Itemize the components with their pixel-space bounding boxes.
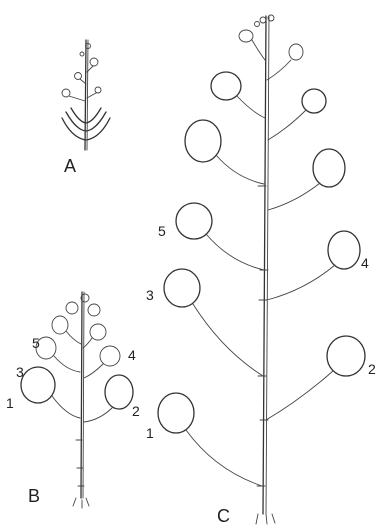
panel-c-pedicel	[267, 182, 321, 211]
panel-c-pod-1	[157, 392, 195, 434]
panel-a-flower	[94, 86, 102, 94]
panel-c-label: C	[217, 506, 230, 526]
panel-c-pod-5	[175, 202, 213, 240]
panel-c-pedicel	[236, 95, 266, 119]
panel-b-pedicel-3	[53, 355, 81, 373]
panel-a-bract	[70, 107, 102, 124]
panel-c-pedicel-3	[192, 303, 264, 377]
panel-a-pedicel	[68, 95, 86, 102]
panel-a-bud	[85, 43, 91, 49]
panel-b-base	[72, 497, 90, 509]
panel-b-stem	[80, 291, 83, 499]
panel-b-stem	[82, 291, 85, 499]
panel-b-pedicel-2	[83, 406, 114, 423]
panel-b-pod-3	[35, 336, 57, 360]
panel-c-base	[255, 513, 276, 525]
panel-a-flower	[89, 57, 99, 67]
panel-c-pod	[301, 88, 327, 114]
panel-c-pod-2	[326, 335, 366, 377]
panel-c-pedicel	[215, 154, 265, 185]
panel-a-label: A	[64, 156, 76, 176]
panel-b-pod-1	[20, 366, 56, 404]
panel-b-bud	[80, 293, 90, 303]
panel-b-pedicel	[82, 337, 93, 349]
panel-c-bud	[254, 21, 260, 27]
panel-b-pedicel-4	[83, 363, 104, 379]
panel-b-label: B	[28, 486, 40, 506]
panel-c-number-1: 1	[146, 425, 154, 441]
panel-c-number-5: 5	[158, 223, 166, 239]
panel-c-pod	[238, 29, 254, 43]
panel-b-pod	[65, 301, 79, 315]
panel-b-pedicel-5	[65, 330, 82, 345]
panel-c-inflorescence	[157, 14, 366, 525]
panel-b-node	[75, 439, 85, 487]
panel-c-pod-3	[163, 268, 201, 308]
panel-b-number-4: 4	[128, 347, 136, 363]
panel-b-pedicel-1	[51, 395, 81, 419]
panel-b-number-2: 2	[132, 403, 140, 419]
panel-b-number-3: 3	[16, 364, 24, 380]
panel-c-node	[256, 185, 269, 487]
panel-a-flower	[74, 72, 82, 80]
panel-b-pod-5	[51, 315, 69, 335]
panel-a-flower	[61, 88, 71, 98]
panel-c-pedicel-5	[205, 233, 265, 271]
panel-b-number-5: 5	[32, 335, 40, 351]
panel-c-bud	[267, 14, 275, 22]
panel-c-bud	[259, 16, 267, 24]
panel-b-pod	[87, 303, 101, 317]
panel-c-pedicel	[251, 39, 266, 61]
panel-a-bract	[65, 111, 107, 132]
panel-c-stem	[262, 15, 267, 515]
panel-a-pedicel	[79, 78, 87, 85]
panel-b-pod-2	[104, 374, 134, 410]
panel-c-pod	[312, 148, 346, 188]
panel-a-pedicel	[86, 65, 94, 73]
panel-c-pedicel	[267, 109, 307, 141]
panel-a-inflorescence	[61, 39, 111, 151]
panel-b-inflorescence	[20, 291, 134, 509]
panel-c-pod	[184, 119, 222, 163]
panel-c-pod	[210, 71, 242, 101]
panel-a-stem	[84, 39, 87, 151]
panel-c-stem	[265, 15, 270, 515]
panel-a-stem	[86, 39, 89, 151]
panel-c-pedicel	[266, 59, 292, 81]
panel-c-number-3: 3	[146, 287, 154, 303]
panel-a-bract	[61, 117, 111, 141]
panel-c-number-4: 4	[361, 255, 369, 271]
panel-c-pod-4	[327, 230, 361, 270]
panel-a-bud	[79, 51, 85, 57]
panel-b-pod-4	[99, 345, 121, 367]
panel-c-pod	[288, 43, 304, 61]
panel-c-pedicel-2	[265, 370, 334, 421]
panel-a-pedicel	[86, 92, 97, 99]
panel-c-pedicel-1	[185, 429, 263, 487]
panel-b-pod	[89, 323, 107, 341]
panel-b-number-1: 1	[6, 395, 14, 411]
panel-c-pedicel-4	[266, 264, 336, 301]
panel-c-number-2: 2	[368, 361, 376, 377]
